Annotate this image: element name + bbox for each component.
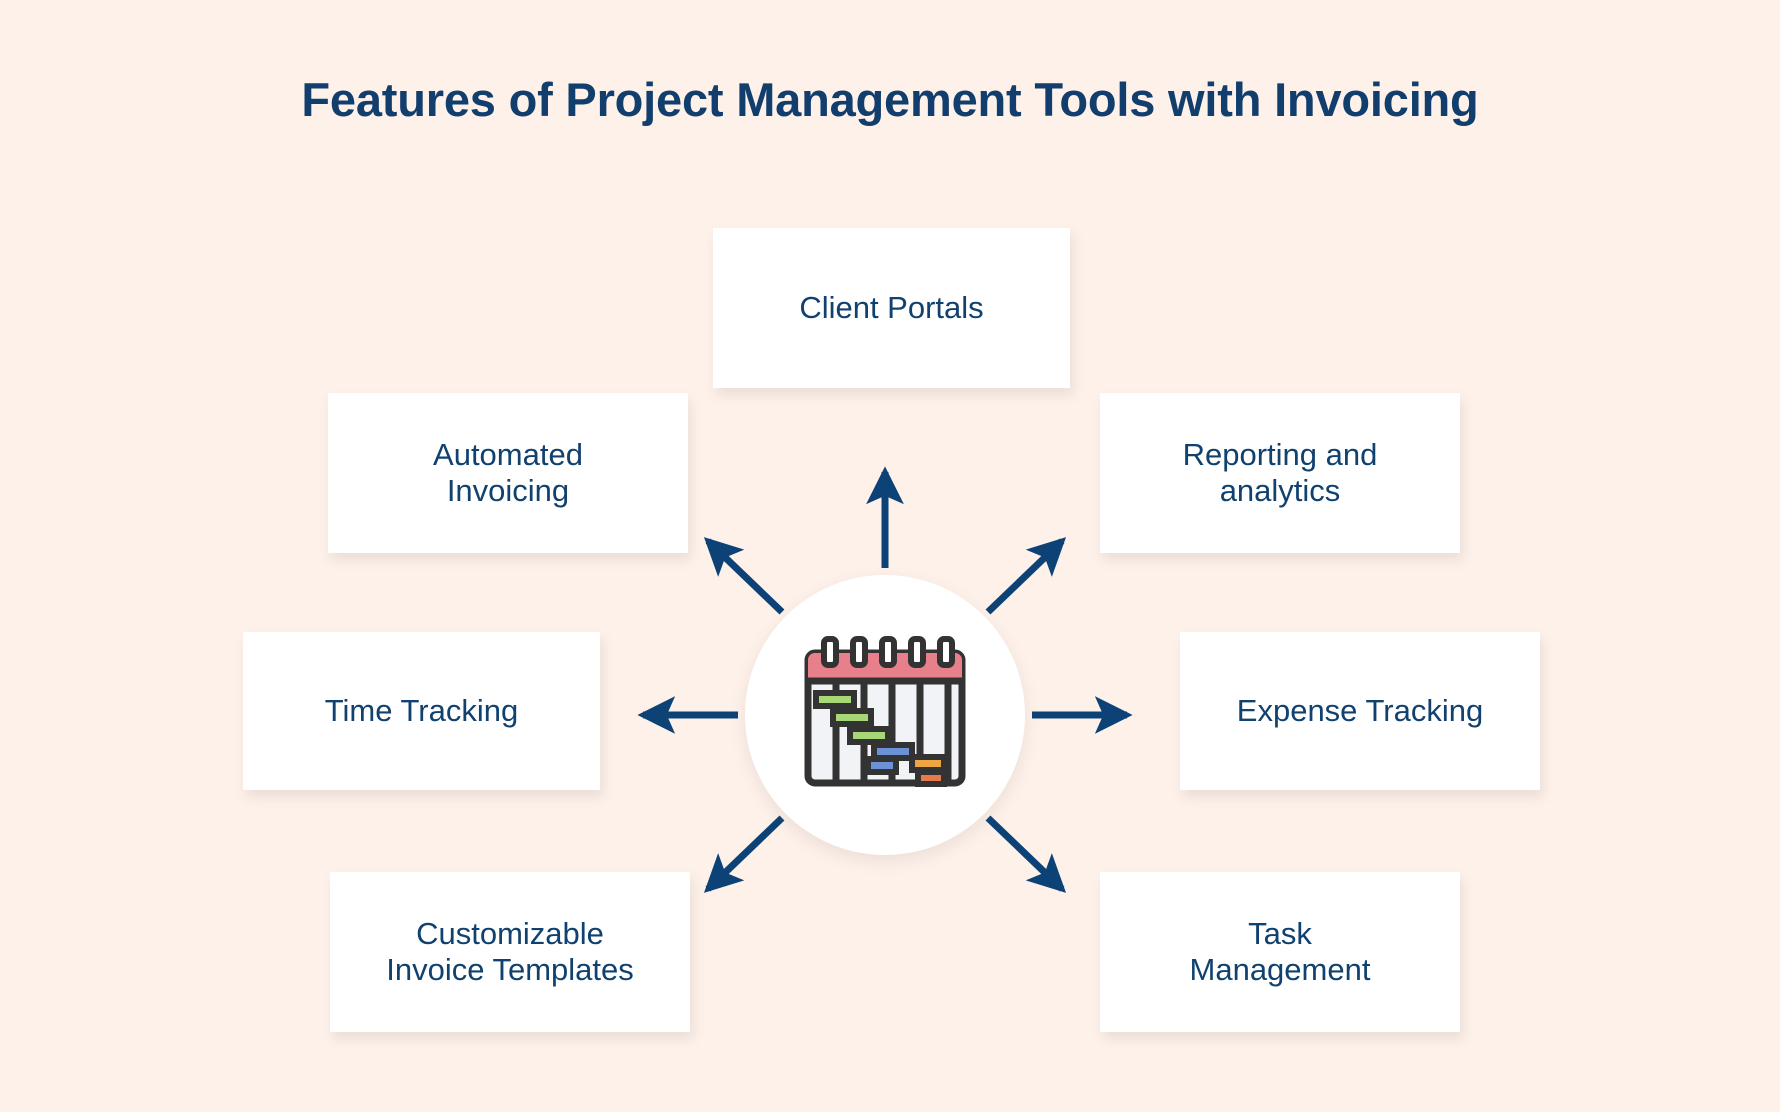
gantt-chart-calendar-icon (804, 636, 966, 787)
feature-box-time-tracking[interactable]: Time Tracking (243, 632, 600, 790)
feature-box-client-portals[interactable]: Client Portals (713, 228, 1070, 388)
feature-label-reporting-analytics: Reporting and analytics (1169, 437, 1392, 508)
feature-label-line1: Customizable (416, 916, 604, 952)
hub-circle (745, 575, 1025, 855)
feature-label-line2: Invoice Templates (386, 952, 634, 987)
arrow-up-right (985, 537, 1067, 615)
feature-label-expense-tracking: Expense Tracking (1223, 693, 1497, 729)
feature-box-task-management[interactable]: Task Management (1100, 872, 1460, 1032)
feature-label-invoice-templates: Customizable Invoice Templates (372, 916, 648, 987)
feature-box-expense-tracking[interactable]: Expense Tracking (1180, 632, 1540, 790)
feature-label-automated-invoicing: Automated Invoicing (419, 437, 597, 508)
feature-label-line1: Reporting and (1182, 437, 1378, 473)
feature-label-line2: Management (1189, 952, 1371, 987)
feature-label-line2: Invoicing (446, 473, 570, 508)
feature-label-time-tracking: Time Tracking (311, 693, 533, 729)
page-title: Features of Project Management Tools wit… (301, 73, 1479, 126)
feature-label-line1: Time Tracking (324, 693, 519, 729)
feature-label-client-portals: Client Portals (785, 290, 997, 326)
feature-label-line2: analytics (1219, 473, 1341, 508)
feature-label-line1: Task (1248, 916, 1312, 952)
feature-label-line1: Client Portals (799, 290, 984, 326)
feature-box-reporting-analytics[interactable]: Reporting and analytics (1100, 393, 1460, 553)
arrow-down-right (985, 815, 1067, 893)
feature-box-automated-invoicing[interactable]: Automated Invoicing (328, 393, 688, 553)
feature-box-invoice-templates[interactable]: Customizable Invoice Templates (330, 872, 690, 1032)
feature-label-task-management: Task Management (1176, 916, 1385, 987)
feature-label-line1: Expense Tracking (1236, 693, 1484, 729)
arrow-up-left (703, 537, 785, 615)
arrow-down-left (703, 815, 785, 893)
feature-label-line1: Automated (433, 437, 583, 473)
